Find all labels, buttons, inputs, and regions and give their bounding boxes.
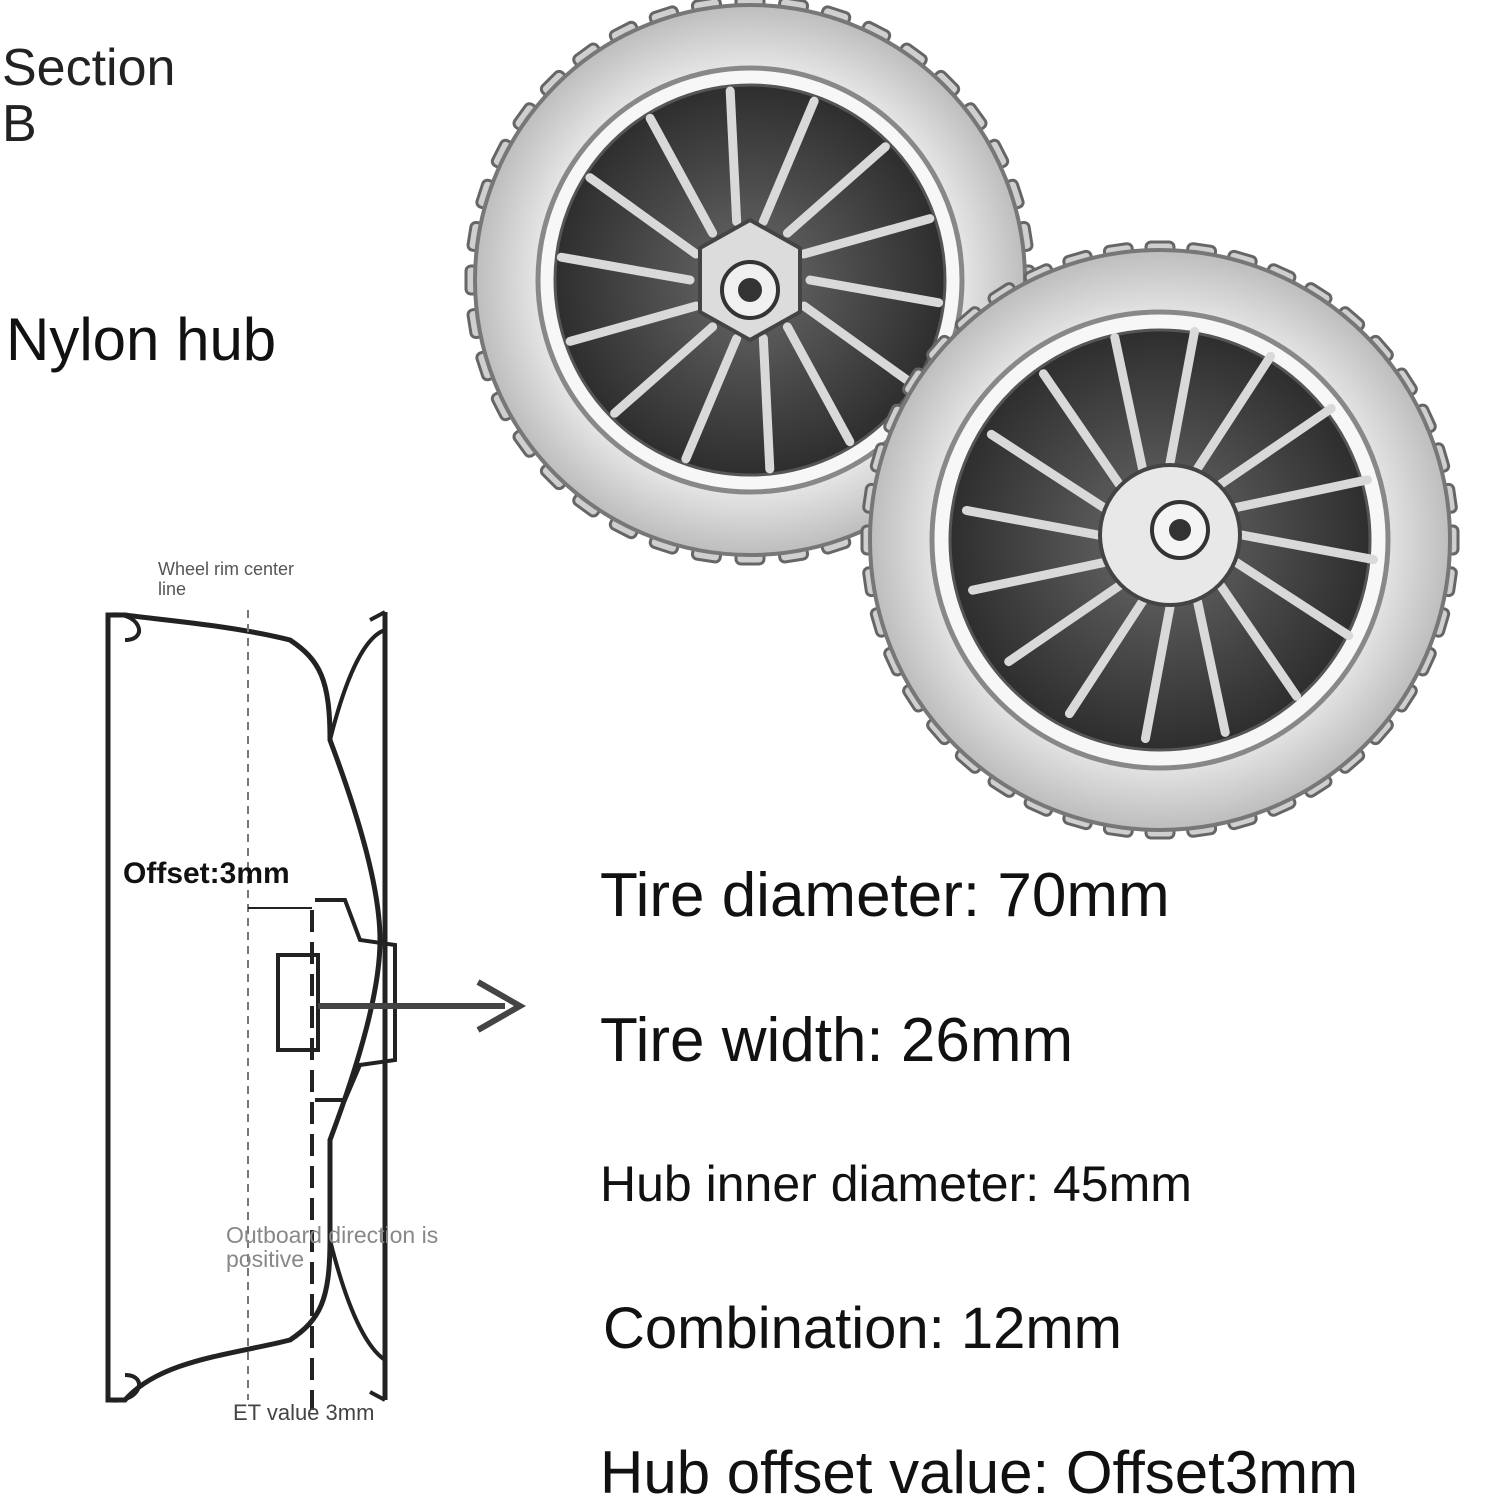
- spoke: [1216, 581, 1302, 701]
- spec-hub-offset: Hub offset value: Offset3mm: [600, 1439, 1359, 1506]
- spec-hub-inner-diameter: Hub inner diameter: 45mm: [600, 1156, 1192, 1212]
- spoke: [1237, 530, 1379, 565]
- spoke: [782, 322, 855, 447]
- offset-label: Offset:3mm: [123, 857, 290, 890]
- spoke: [1038, 369, 1124, 489]
- front-wheel: [860, 240, 1460, 840]
- direction-label-2: positive: [226, 1246, 304, 1272]
- section-label-line1: Section: [2, 39, 176, 97]
- front-spokes: [961, 326, 1379, 744]
- spoke: [968, 558, 1108, 595]
- spoke: [1110, 333, 1147, 473]
- spoke: [805, 275, 944, 308]
- spoke: [565, 301, 701, 346]
- spoke: [758, 96, 819, 227]
- spoke: [681, 333, 742, 464]
- spoke: [799, 301, 915, 387]
- spoke: [1232, 475, 1372, 512]
- spoke: [1140, 602, 1175, 744]
- spoke: [799, 214, 935, 259]
- hub-mount: [276, 953, 320, 1052]
- spoke: [1165, 326, 1200, 468]
- spoke: [1004, 581, 1124, 667]
- spoke: [1193, 597, 1230, 737]
- spoke: [986, 429, 1108, 512]
- section-label: Section B: [2, 40, 175, 152]
- spoke: [610, 322, 718, 418]
- outboard-arrow-head: [476, 979, 527, 1033]
- rim-outline: [105, 612, 383, 1403]
- spoke: [585, 173, 701, 259]
- hub-type-label: Nylon hub: [6, 306, 277, 373]
- spoke: [556, 252, 695, 285]
- wheel-illustration: [464, 0, 1460, 840]
- et-value-label: ET value 3mm: [233, 1400, 374, 1425]
- spoke: [1193, 351, 1276, 473]
- spoke: [1064, 597, 1147, 719]
- direction-label-1: Outboard direction is: [226, 1222, 438, 1248]
- spoke: [1232, 558, 1354, 641]
- spoke: [782, 142, 890, 238]
- spoke: [645, 113, 718, 238]
- spec-combination: Combination: 12mm: [603, 1296, 1122, 1361]
- section-label-line2: B: [2, 95, 37, 153]
- spoke: [758, 333, 775, 474]
- center-line-label-1: Wheel rim center: [158, 559, 294, 579]
- spec-tire-diameter: Tire diameter: 70mm: [600, 861, 1170, 930]
- spoke: [1216, 403, 1336, 489]
- rim-cross-section-diagram: Wheel rim center line Offset:3mm Outboar…: [105, 559, 527, 1425]
- spoke: [725, 86, 742, 227]
- back-wheel: [464, 0, 1036, 566]
- spoke: [961, 505, 1103, 540]
- center-line-label-2: line: [158, 579, 186, 599]
- spec-tire-width: Tire width: 26mm: [600, 1006, 1074, 1075]
- back-spokes: [556, 86, 944, 474]
